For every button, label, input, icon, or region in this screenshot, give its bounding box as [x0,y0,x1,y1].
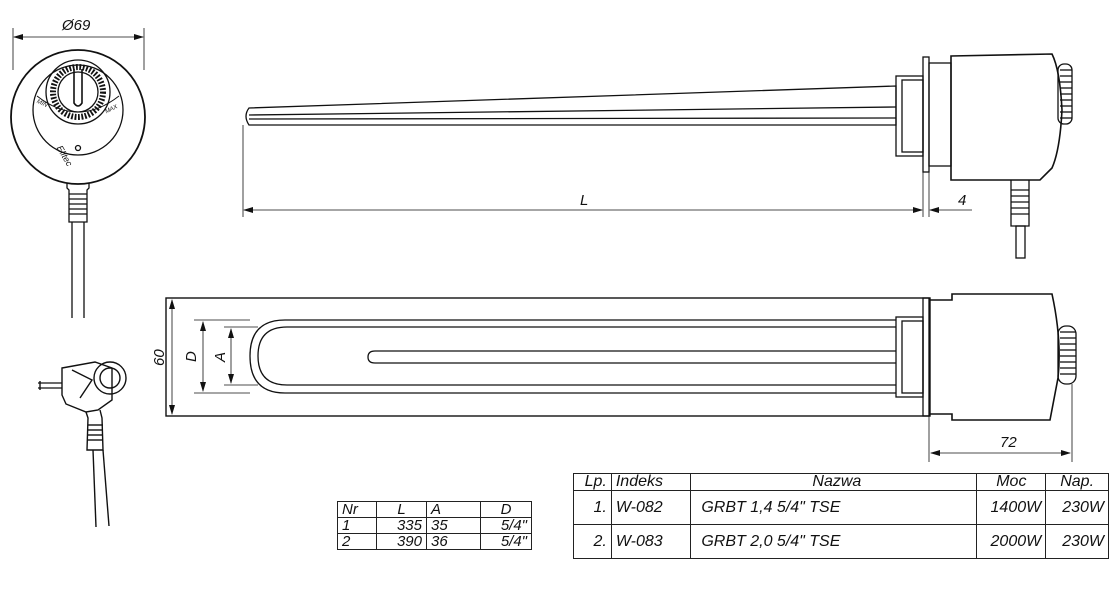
cell-lp: 2. [573,524,612,559]
cell-nr: 1 [337,517,377,534]
cell-a: 35 [426,517,481,534]
cell-lp: 1. [573,490,612,525]
col-header-a: A [426,501,481,518]
cell-nr: 2 [337,533,377,550]
table-header-row: Lp. Indeks Nazwa Moc Nap. [573,473,1109,491]
cell-indeks: W-082 [610,490,692,525]
cell-l: 335 [376,517,427,534]
table-row: 2. W-083 GRBT 2,0 5/4" TSE 2000W 230W [573,524,1109,559]
table-row: 2 390 36 5/4" [337,533,532,550]
col-header-d: D [480,501,532,518]
cell-d: 5/4" [480,517,532,534]
d-label: D [183,351,200,362]
cell-nap: 230W [1045,490,1109,525]
cell-indeks: W-083 [610,524,692,559]
cell-nazwa: GRBT 1,4 5/4" TSE [690,490,978,525]
offset-label: 4 [958,192,966,209]
col-header-moc: Moc [976,473,1047,491]
cell-nap: 230W [1045,524,1109,559]
knob-grip [50,64,106,120]
head-width-label: 72 [1000,434,1017,451]
table-row: 1 335 35 5/4" [337,517,532,534]
brand-logo-text: Elitec [55,144,75,168]
product-table: Lp. Indeks Nazwa Moc Nap. 1. W-082 GRBT … [573,473,1109,559]
col-header-indeks: Indeks [610,473,692,491]
front-view [10,28,146,318]
cell-l: 390 [376,533,427,550]
side-view [242,53,1073,259]
cell-a: 36 [426,533,481,550]
length-label: L [580,192,588,209]
col-header-l: L [376,501,427,518]
col-header-nazwa: Nazwa [690,473,978,491]
dial-max-label: MAX [104,104,119,115]
a-label: A [212,352,229,363]
height-label: 60 [151,349,168,366]
plug-icon [38,361,127,528]
cell-moc: 2000W [976,524,1047,559]
diameter-label: Ø69 [61,17,91,34]
col-header-nr: Nr [337,501,377,518]
cell-d: 5/4" [480,533,532,550]
col-header-nap: Nap. [1045,473,1109,491]
table-header-row: Nr L A D [337,501,532,518]
top-view [165,293,1077,462]
cell-moc: 1400W [976,490,1047,525]
cell-nazwa: GRBT 2,0 5/4" TSE [690,524,978,559]
col-header-lp: Lp. [573,473,612,491]
dial-min-label: MIN [36,99,49,109]
table-row: 1. W-082 GRBT 1,4 5/4" TSE 1400W 230W [573,490,1109,525]
dimension-table: Nr L A D 1 335 35 5/4" 2 390 36 5/4" [337,501,532,550]
